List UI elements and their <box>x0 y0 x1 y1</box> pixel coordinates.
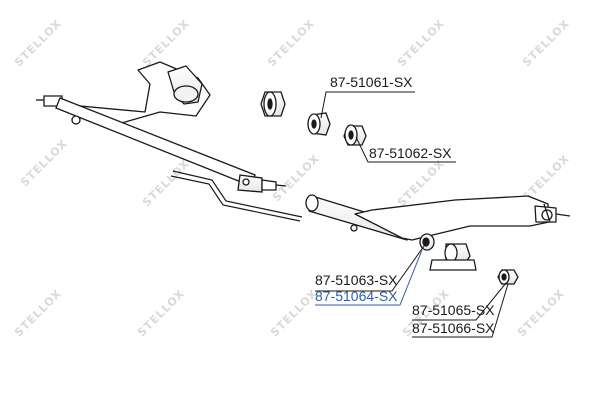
bushing-87-51065 <box>497 269 519 285</box>
part-label-87-51064[interactable]: 87-51064-SX <box>315 288 398 304</box>
bushing-top-left <box>260 91 286 117</box>
upper-control-arm <box>47 61 211 125</box>
bushing-87-51062 <box>343 124 367 146</box>
part-label-87-51062: 87-51062-SX <box>369 145 452 161</box>
tie-rod <box>36 95 287 193</box>
bushing-87-51061 <box>307 112 331 136</box>
leader-lines <box>315 91 509 338</box>
lower-control-arm <box>305 194 571 241</box>
bushing-87-51063 <box>419 233 435 251</box>
part-label-87-51061: 87-51061-SX <box>330 74 413 90</box>
part-label-87-51065: 87-51065-SX <box>412 302 495 318</box>
part-label-87-51063: 87-51063-SX <box>315 272 398 288</box>
part-label-87-51066: 87-51066-SX <box>412 320 495 336</box>
bushing-87-51064 <box>429 243 477 271</box>
stabilizer-bar <box>170 170 303 222</box>
